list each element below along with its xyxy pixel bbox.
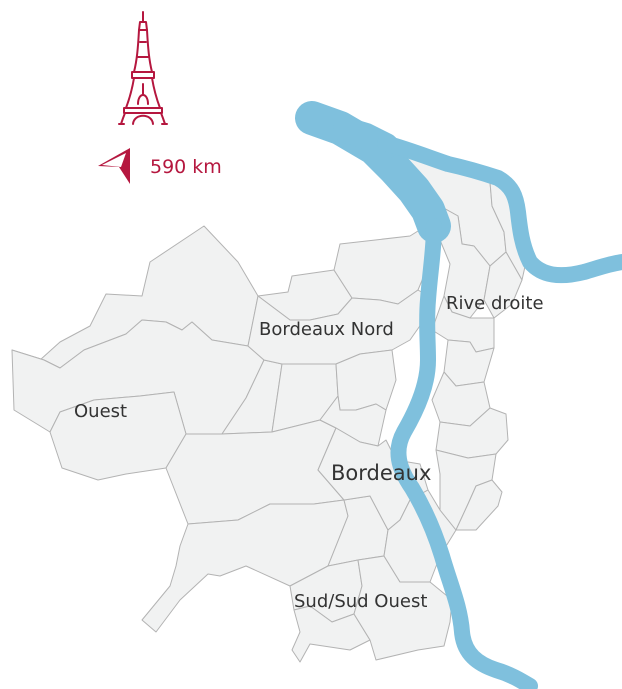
label-bordeaux-nord: Bordeaux Nord xyxy=(259,319,394,340)
label-bordeaux: Bordeaux xyxy=(331,461,431,485)
eiffel-tower-icon xyxy=(118,11,168,125)
label-rive-droite: Rive droite xyxy=(446,293,544,314)
label-ouest: Ouest xyxy=(74,401,127,422)
commune-bordeaux xyxy=(317,427,429,531)
commune-rive-droite-8 xyxy=(455,479,503,531)
commune-sud-3 xyxy=(291,605,371,663)
direction-arrow-icon xyxy=(98,148,130,184)
map-labels: Rive droite Bordeaux Nord Ouest Bordeaux… xyxy=(74,293,544,612)
communes-layer xyxy=(11,149,527,663)
commune-rive-droite-1 xyxy=(439,205,491,319)
label-sud-ouest: Sud/Sud Ouest xyxy=(294,591,427,612)
commune-rive-droite-2 xyxy=(483,251,523,319)
river-garonne xyxy=(295,101,622,689)
distance-label: 590 km xyxy=(150,156,222,178)
commune-sud-ouest xyxy=(141,499,349,633)
